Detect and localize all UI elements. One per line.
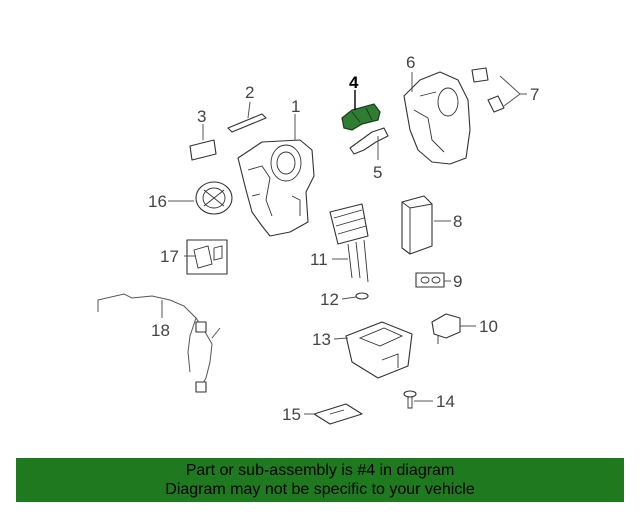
part-18-wiring-harness (97, 293, 221, 393)
part-16-blower-motor (195, 181, 233, 215)
part-3-plate (189, 139, 217, 161)
info-banner: Part or sub-assembly is #4 in diagram Di… (16, 458, 624, 502)
banner-line-2: Diagram may not be specific to your vehi… (165, 481, 475, 498)
callout-9: 9 (453, 272, 462, 291)
callout-6: 6 (406, 53, 415, 72)
part-9-gasket (415, 272, 445, 288)
callout-18: 18 (151, 321, 170, 340)
banner-line-1: Part or sub-assembly is #4 in diagram (185, 462, 455, 479)
callout-4-highlighted: 4 (349, 73, 359, 92)
callout-15: 15 (282, 405, 301, 424)
callout-11: 11 (310, 250, 328, 269)
parts-diagram: 1 2 3 4 5 6 7 8 9 10 11 12 13 14 15 16 1… (97, 53, 539, 425)
part-17-resistor (186, 239, 228, 275)
part-7-clips (471, 67, 505, 113)
callout-10: 10 (479, 317, 498, 336)
part-4-bracket-highlighted (341, 103, 381, 131)
part-12-oring (355, 292, 369, 300)
part-10-sensor (431, 313, 461, 344)
callout-2: 2 (245, 83, 254, 102)
callout-17: 17 (160, 247, 179, 266)
callout-12: 12 (320, 290, 339, 309)
part-1-hvac-case (237, 139, 315, 237)
callout-8: 8 (453, 212, 462, 231)
part-15-plate (313, 403, 363, 425)
callout-5: 5 (373, 163, 382, 182)
part-14-fastener (403, 390, 417, 409)
part-5-bracket (349, 127, 389, 155)
callout-13: 13 (312, 330, 331, 349)
part-11-heater-core (329, 203, 369, 283)
callout-16: 16 (148, 192, 167, 211)
leader-lines (161, 72, 527, 415)
callout-7: 7 (530, 85, 539, 104)
part-13-tray (345, 321, 413, 379)
callout-3: 3 (197, 107, 206, 126)
callout-1: 1 (291, 97, 300, 116)
part-8-module (401, 195, 433, 255)
part-6-housing (403, 71, 471, 165)
part-2-strip (227, 113, 267, 133)
callout-14: 14 (436, 392, 455, 411)
